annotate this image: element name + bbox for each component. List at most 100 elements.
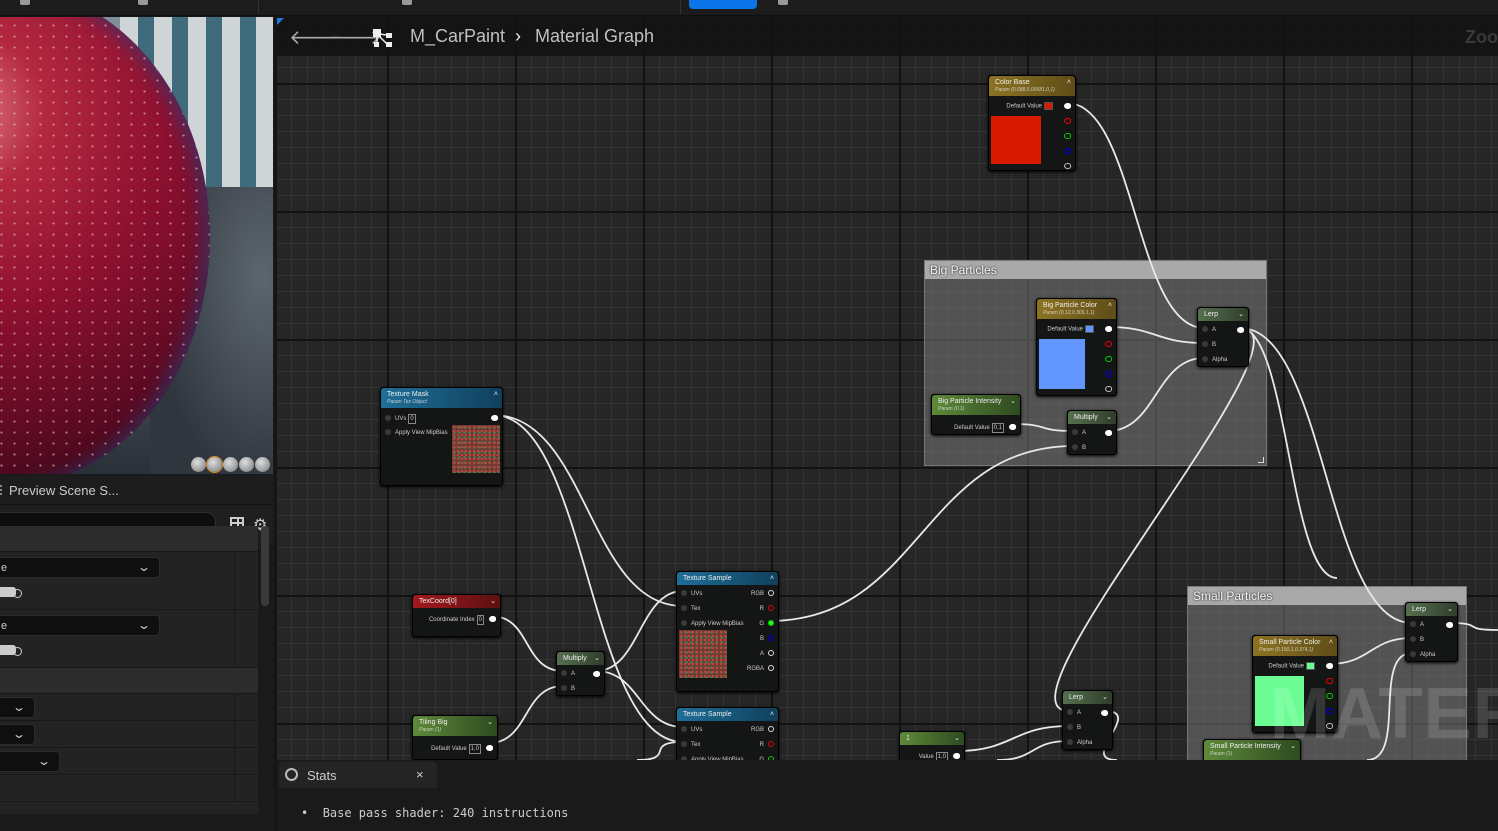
output-pin-grey[interactable] xyxy=(1326,723,1333,729)
chevron-down-icon[interactable]: ⌄ xyxy=(954,735,960,742)
collapse-icon[interactable]: ˄ xyxy=(769,575,774,582)
input-pin-row[interactable]: A xyxy=(561,670,575,678)
output-pin-row[interactable]: G xyxy=(759,620,774,628)
output-pin-red[interactable] xyxy=(1326,678,1333,684)
collapse-icon[interactable]: ˄ xyxy=(1066,79,1071,86)
node-header[interactable]: Multiply⌄ xyxy=(557,652,604,665)
collapse-icon[interactable]: ˄ xyxy=(493,391,498,398)
chevron-down-icon[interactable]: ⌄ xyxy=(594,655,600,662)
output-pin-red[interactable] xyxy=(1105,341,1112,347)
collapse-icon[interactable]: ⌄ xyxy=(1010,398,1016,405)
node-header[interactable]: TexCoord[0]⌄ xyxy=(413,595,500,608)
input-pin[interactable] xyxy=(1072,444,1078,451)
output-pin-white[interactable] xyxy=(1326,663,1333,669)
output-pin[interactable] xyxy=(1237,327,1244,333)
output-pin-blue[interactable] xyxy=(1326,708,1333,714)
output-pin-grey[interactable] xyxy=(1064,163,1071,169)
input-pin-row[interactable]: B xyxy=(1410,636,1424,644)
input-pin-row[interactable]: B xyxy=(561,685,575,693)
input-pin-row[interactable]: Alpha xyxy=(1067,739,1092,747)
output-pin-row[interactable]: G xyxy=(759,756,774,760)
input-pin[interactable] xyxy=(1067,709,1073,716)
output-pin-row[interactable]: R xyxy=(760,605,774,613)
input-pin-row[interactable]: A xyxy=(1202,326,1216,334)
output-pin-row[interactable]: R xyxy=(760,741,774,749)
input-pin[interactable] xyxy=(1202,341,1208,348)
cube-icon[interactable] xyxy=(239,457,254,472)
output-pin-red[interactable] xyxy=(1064,118,1071,124)
value-field[interactable]: 0,1 xyxy=(991,423,1004,433)
input-pin-row[interactable]: Tex xyxy=(681,741,700,749)
output-pin-green[interactable] xyxy=(1064,133,1071,139)
output-pin-white[interactable] xyxy=(1064,103,1071,109)
node-header[interactable]: 1⌄ xyxy=(900,732,964,745)
input-pin[interactable] xyxy=(681,590,687,597)
output-pin-grey[interactable] xyxy=(1105,386,1112,392)
toolbar-icon[interactable] xyxy=(138,0,148,5)
value-field[interactable]: 0 xyxy=(476,615,484,625)
collapse-icon[interactable]: ⌄ xyxy=(487,719,493,726)
color-swatch-small[interactable] xyxy=(1085,325,1094,333)
input-pin-row[interactable]: A xyxy=(1072,429,1086,437)
node-header[interactable]: Lerp⌄ xyxy=(1063,691,1112,704)
output-pin[interactable] xyxy=(1101,710,1108,716)
browse-folder-icon[interactable] xyxy=(0,645,22,656)
cylinder-icon[interactable] xyxy=(191,457,206,472)
input-pin-row[interactable]: Alpha xyxy=(1410,651,1435,659)
node-header[interactable]: Lerp⌄ xyxy=(1406,603,1457,616)
input-pin[interactable] xyxy=(561,685,567,692)
toolbar-icon[interactable] xyxy=(20,0,30,5)
output-pin-row[interactable]: RGB xyxy=(751,590,774,598)
back-arrow-icon[interactable]: 🡐 xyxy=(289,27,343,49)
color-swatch-small[interactable] xyxy=(1044,102,1053,110)
input-pin[interactable] xyxy=(681,620,687,627)
output-pin[interactable] xyxy=(953,753,960,759)
output-pin-row[interactable]: RGB xyxy=(751,726,774,734)
node-header[interactable]: Texture Sample˄ xyxy=(677,708,778,721)
value-field[interactable]: 1,0 xyxy=(935,752,948,760)
preview-viewport[interactable] xyxy=(0,17,273,474)
output-pin[interactable] xyxy=(1446,622,1453,628)
input-pin-row[interactable]: UVs xyxy=(681,590,702,598)
chevron-down-icon[interactable]: ⌄ xyxy=(1102,694,1108,701)
toolbar-icon[interactable] xyxy=(402,0,412,5)
input-pin[interactable] xyxy=(385,415,391,422)
input-pin[interactable] xyxy=(1202,326,1208,333)
breadcrumb-graph[interactable]: Material Graph xyxy=(535,26,655,46)
chevron-down-icon[interactable]: ⌄ xyxy=(1447,606,1453,613)
input-pin[interactable] xyxy=(681,756,687,760)
output-pin[interactable] xyxy=(486,745,493,751)
chevron-down-icon[interactable]: ⌄ xyxy=(1106,414,1112,421)
dropdown[interactable]: ⌄ xyxy=(0,697,35,718)
output-pin[interactable] xyxy=(1105,430,1112,436)
stats-tab[interactable]: Stats × xyxy=(279,762,437,788)
output-pin[interactable] xyxy=(768,635,774,642)
output-pin[interactable] xyxy=(768,590,774,597)
output-pin[interactable] xyxy=(593,671,600,677)
input-pin[interactable] xyxy=(1410,636,1416,643)
forward-arrow-icon[interactable]: 🡒 xyxy=(328,27,382,49)
output-pin-white[interactable] xyxy=(1105,326,1112,332)
input-pin-row[interactable]: B xyxy=(1067,724,1081,732)
input-pin[interactable] xyxy=(385,429,391,436)
input-pin-row[interactable]: B xyxy=(1072,444,1086,452)
input-pin-row[interactable]: B xyxy=(1202,341,1216,349)
toolbar-icon[interactable] xyxy=(778,0,788,5)
breadcrumb-asset[interactable]: M_CarPaint xyxy=(410,26,506,46)
collapse-icon[interactable]: ˄ xyxy=(1107,302,1112,309)
chevron-down-icon[interactable]: ⌄ xyxy=(1238,311,1244,318)
category-row[interactable] xyxy=(0,526,258,552)
